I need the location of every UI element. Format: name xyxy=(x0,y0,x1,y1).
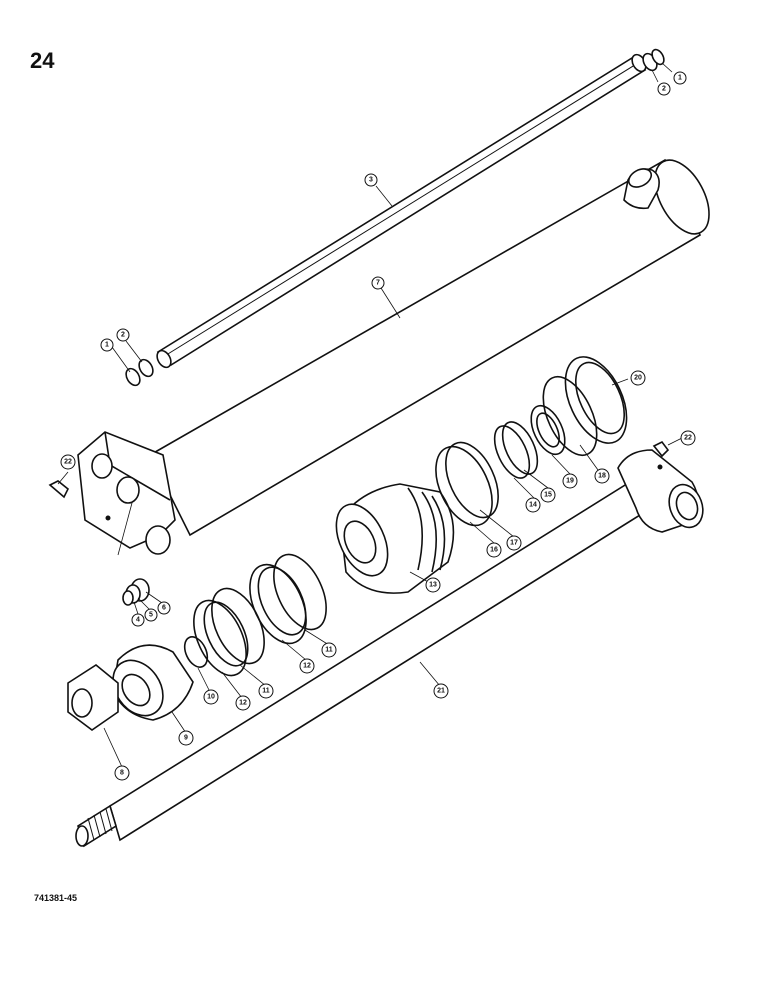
retainer-ring-20 xyxy=(564,356,628,444)
leader-lines xyxy=(103,62,683,768)
seal-ring-14 xyxy=(493,425,531,479)
svg-text:22: 22 xyxy=(64,459,72,466)
svg-text:11: 11 xyxy=(262,688,270,695)
callout-3: 3 xyxy=(364,173,378,187)
svg-text:21: 21 xyxy=(437,688,445,695)
svg-text:13: 13 xyxy=(429,582,437,589)
rod-nut xyxy=(67,664,119,731)
callout-1-top: 1 xyxy=(673,71,687,85)
callout-20: 20 xyxy=(630,370,646,386)
page-number: 24 xyxy=(30,48,55,73)
svg-text:1: 1 xyxy=(678,75,682,82)
svg-text:2: 2 xyxy=(662,86,666,93)
callout-10: 10 xyxy=(203,689,219,705)
svg-text:19: 19 xyxy=(566,478,574,485)
svg-text:9: 9 xyxy=(184,735,188,742)
svg-text:22: 22 xyxy=(684,435,692,442)
seal-ring-11-right xyxy=(273,553,327,631)
callout-2-top: 2 xyxy=(657,82,671,96)
svg-text:4: 4 xyxy=(136,617,140,624)
svg-text:5: 5 xyxy=(149,612,153,619)
svg-text:15: 15 xyxy=(544,492,552,499)
check-valve-parts xyxy=(122,578,150,606)
callout-13: 13 xyxy=(425,577,441,593)
callout-12-right: 12 xyxy=(299,658,315,674)
callout-8: 8 xyxy=(114,765,130,781)
seal-ring-15 xyxy=(501,421,539,475)
rod-assembly xyxy=(75,449,704,848)
figure-code: 741381-45 xyxy=(34,893,78,903)
svg-text:18: 18 xyxy=(598,473,606,480)
callout-12-left: 12 xyxy=(235,695,251,711)
callout-16: 16 xyxy=(486,542,502,558)
seal-ring-16 xyxy=(435,445,493,527)
rod-end-rings-top xyxy=(642,48,665,72)
callout-19: 19 xyxy=(562,473,578,489)
callout-9: 9 xyxy=(178,730,194,746)
callout-6: 6 xyxy=(157,601,171,615)
piston xyxy=(335,483,455,594)
svg-text:11: 11 xyxy=(325,647,333,654)
grease-fitting-left xyxy=(48,471,70,499)
callout-14: 14 xyxy=(525,497,541,513)
seal-ring-18 xyxy=(542,376,598,456)
callout-18: 18 xyxy=(594,468,610,484)
callout-11-left: 11 xyxy=(258,683,274,699)
svg-text:12: 12 xyxy=(239,700,247,707)
callout-15: 15 xyxy=(540,487,556,503)
svg-text:2: 2 xyxy=(121,332,125,339)
callout-2-bottom: 2 xyxy=(116,328,130,342)
callout-4: 4 xyxy=(131,613,145,627)
callout-22-right: 22 xyxy=(680,430,696,446)
svg-text:12: 12 xyxy=(303,663,311,670)
callout-11-right: 11 xyxy=(321,642,337,658)
svg-text:17: 17 xyxy=(510,540,518,547)
grease-fitting-right xyxy=(652,440,670,458)
seal-ring-10 xyxy=(183,636,209,668)
seal-ring-12-right xyxy=(249,563,307,645)
svg-text:7: 7 xyxy=(376,280,380,287)
rod-end-rings-bottom xyxy=(125,358,154,387)
svg-text:20: 20 xyxy=(634,375,642,382)
callout-17: 17 xyxy=(506,535,522,551)
seal-ring-17 xyxy=(445,441,499,519)
svg-text:8: 8 xyxy=(120,770,124,777)
svg-text:3: 3 xyxy=(369,177,373,184)
callout-5: 5 xyxy=(144,608,158,622)
callout-1-bottom: 1 xyxy=(100,338,114,352)
callout-22-left: 22 xyxy=(60,454,76,470)
piston-rod xyxy=(156,53,647,369)
bearing-19 xyxy=(530,404,566,456)
svg-text:1: 1 xyxy=(105,342,109,349)
svg-text:16: 16 xyxy=(490,547,498,554)
svg-text:14: 14 xyxy=(529,502,537,509)
svg-text:10: 10 xyxy=(207,694,215,701)
cylinder-barrel xyxy=(77,158,710,556)
callout-7: 7 xyxy=(371,276,385,290)
svg-text:6: 6 xyxy=(162,605,166,612)
callout-21: 21 xyxy=(433,683,449,699)
rod-gland xyxy=(112,644,194,721)
